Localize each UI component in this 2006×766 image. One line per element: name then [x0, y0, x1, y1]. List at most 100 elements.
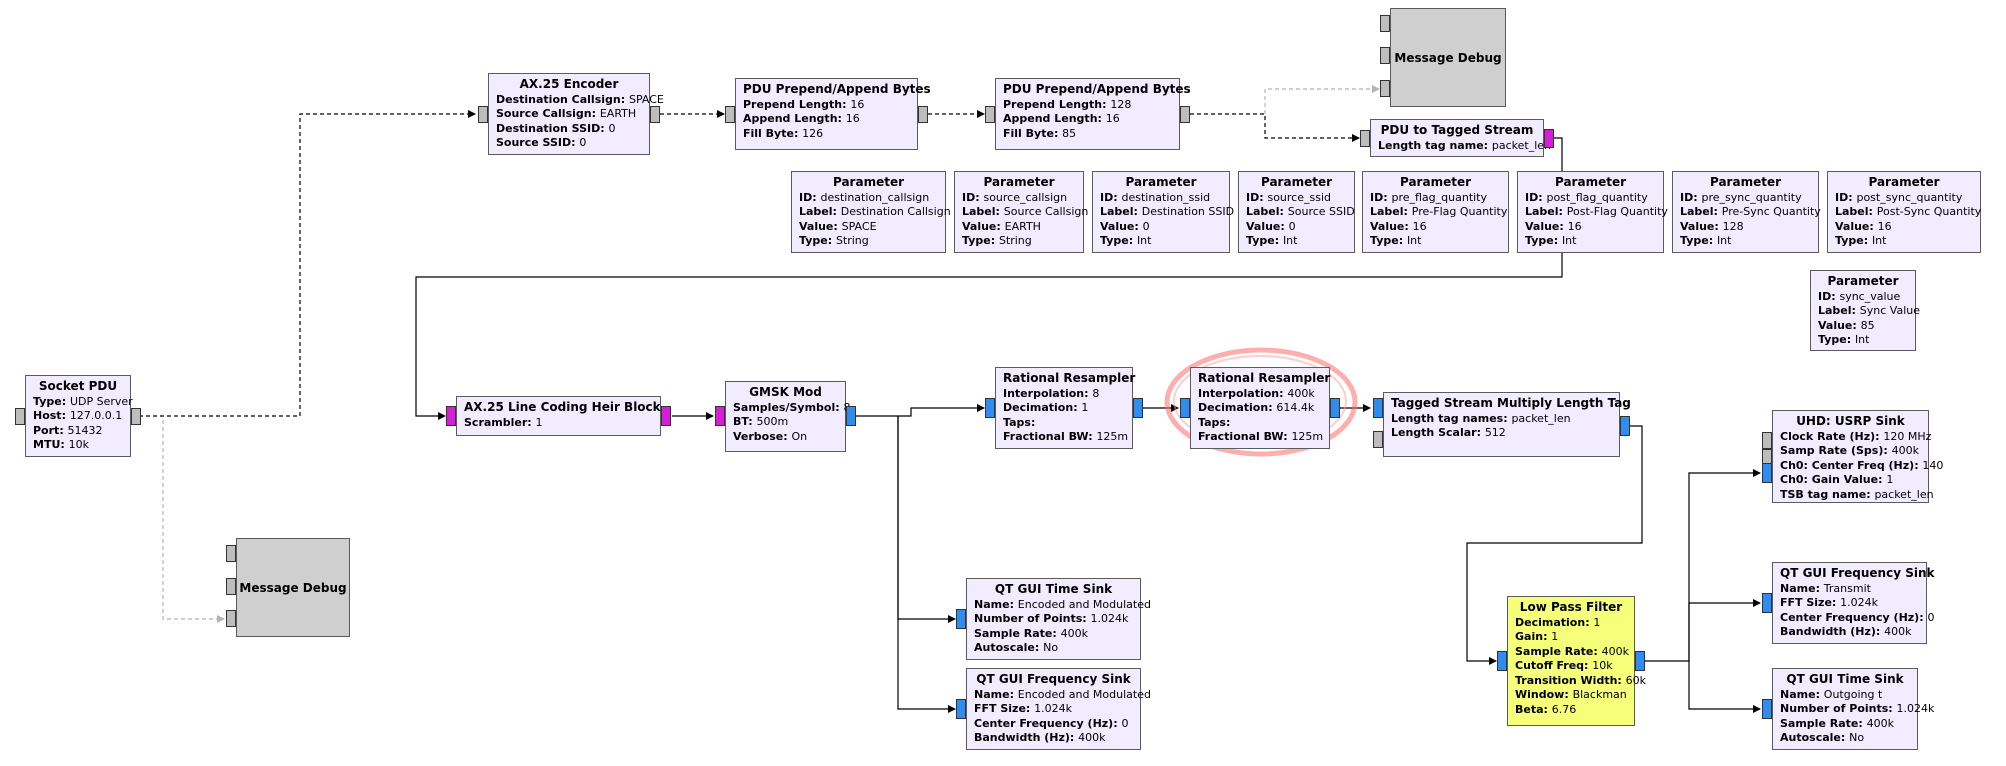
pdu-to-tagged-in-port[interactable]: [1360, 130, 1370, 147]
wire-gmsk-to-time-sink1[interactable]: [897, 416, 956, 623]
low-pass-filter-out-port[interactable]: [1635, 651, 1645, 671]
block-title: Rational Resampler: [1003, 371, 1136, 385]
param-value: Pre-Flag Quantity: [1411, 205, 1508, 218]
block-param-row: Beta: 6.76: [1515, 703, 1627, 718]
block-param-row: Fractional BW: 125m: [1003, 430, 1128, 445]
rational-resampler-1-in-port[interactable]: [985, 398, 995, 418]
param-key: TSB tag name: [1780, 487, 1867, 501]
uhd-usrp-sink-in-port-2[interactable]: [1762, 449, 1772, 464]
ax25-line-coding-in-port[interactable]: [446, 406, 456, 426]
block-param-row: TSB tag name: packet_len: [1780, 487, 1934, 503]
message-debug-top-port-1[interactable]: [1380, 15, 1390, 32]
gmsk-mod-out-port[interactable]: [846, 406, 856, 426]
param-key: Window: [1515, 688, 1565, 701]
tagged-stream-multiply-out-port[interactable]: [1620, 416, 1630, 436]
pdu-prepend-1-out-port[interactable]: [918, 106, 928, 123]
socket-pdu-in-port[interactable]: [15, 408, 25, 425]
ax25-line-coding-out-port[interactable]: [661, 406, 671, 426]
param-separator: :: [1283, 430, 1292, 443]
wire-lpf-to-usrp[interactable]: [1644, 469, 1761, 662]
rational-resampler-2-out-port[interactable]: [1330, 398, 1340, 418]
uhd-usrp-sink-in-port-3[interactable]: [1762, 463, 1772, 483]
rational-resampler-2-in-port[interactable]: [1180, 398, 1190, 418]
ax25-encoder-out-port[interactable]: [650, 106, 660, 123]
wire-tagmult-to-lpf[interactable]: [1466, 425, 1643, 665]
param-value: 400k: [1060, 626, 1088, 640]
qt-time-sink-2-in-port[interactable]: [1762, 699, 1772, 719]
param-separator: :: [1053, 126, 1063, 140]
message-debug-top-port-3[interactable]: [1380, 80, 1390, 97]
message-debug-bottom-port-2[interactable]: [226, 578, 236, 595]
message-debug-bottom-port-3[interactable]: [226, 610, 236, 627]
wire-gmsk-to-freq-sink1[interactable]: [897, 416, 956, 713]
block-param-row: ID: source_callsign: [962, 191, 1076, 206]
pdu-prepend-1-in-port[interactable]: [725, 106, 735, 123]
param-value: Source SSID: [1287, 205, 1355, 218]
pdu-prepend-2-in-port[interactable]: [985, 106, 995, 123]
block-title: Parameter: [1709, 175, 1782, 189]
msg-wire-prepend2-to-debug-top[interactable]: [1264, 85, 1380, 114]
param-separator: :: [1831, 596, 1841, 609]
msg-wire-socket-to-debug-bottom[interactable]: [162, 420, 225, 623]
param-key: Value: [1100, 219, 1135, 233]
wire-gmsk-to-resampler1[interactable]: [855, 404, 985, 417]
param-value: destination_ssid: [1121, 190, 1211, 204]
socket-pdu-out-port[interactable]: [131, 408, 141, 425]
msg-wire-prepend2-to-pdu-tagged[interactable]: [1190, 113, 1360, 142]
block-param-row: Length tag names: packet_len: [1391, 412, 1612, 427]
pdu-prepend-2-out-port[interactable]: [1180, 106, 1190, 123]
ax25-encoder-in-port[interactable]: [478, 106, 488, 123]
tagged-stream-multiply-in-port-2[interactable]: [1373, 431, 1383, 448]
pdu-to-tagged-out-port[interactable]: [1544, 129, 1554, 148]
param-key: Autoscale: [974, 641, 1035, 654]
rational-resampler-1-out-port[interactable]: [1133, 398, 1143, 418]
message-debug-bottom-block[interactable]: Message Debug: [236, 538, 350, 637]
wire-lpf-to-freq-sink2[interactable]: [1688, 599, 1761, 661]
param-value: UDP Server: [69, 394, 133, 408]
param-key: Center Frequency (Hz): [1780, 610, 1920, 624]
message-debug-top-port-2[interactable]: [1380, 47, 1390, 64]
block-param-row: BT: 500m: [733, 415, 838, 430]
qt-frequency-sink-2-in-port[interactable]: [1762, 593, 1772, 613]
param-value: 16: [1877, 219, 1892, 233]
wire-lpf-to-time-sink2[interactable]: [1688, 661, 1761, 713]
low-pass-filter-in-port[interactable]: [1497, 651, 1507, 671]
gmsk-mod-in-port[interactable]: [715, 406, 725, 426]
message-debug-top-block[interactable]: Message Debug: [1390, 8, 1506, 107]
uhd-usrp-sink-in-port-1[interactable]: [1762, 432, 1772, 449]
message-debug-bottom-port-1[interactable]: [226, 545, 236, 562]
qt-time-sink-1-in-port[interactable]: [956, 609, 966, 629]
qt-frequency-sink-1-in-port[interactable]: [956, 699, 966, 719]
tagged-stream-multiply-in-port[interactable]: [1373, 398, 1383, 418]
param-separator: :: [600, 121, 609, 135]
wire-pdu-tagged-to-linecoding[interactable]: [415, 137, 1563, 420]
msg-wire-socket-to-encoder[interactable]: [139, 110, 476, 417]
param-value: 128: [1110, 97, 1132, 111]
